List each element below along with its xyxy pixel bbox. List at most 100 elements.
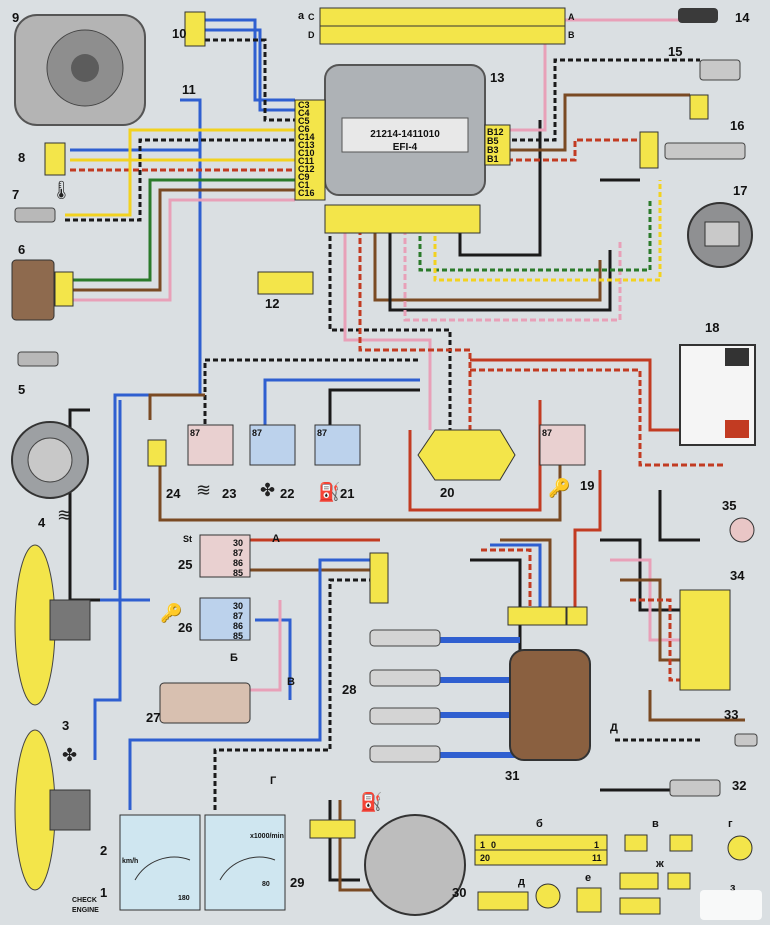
label-20: 20 [440, 485, 455, 500]
label-28: 28 [342, 682, 357, 697]
wire-harness [65, 18, 745, 892]
relay-22-pin-87: 87 [252, 428, 263, 438]
ecu-pin-c10: C10 [298, 148, 315, 158]
label-30: 30 [452, 885, 467, 900]
label-24: 24 [166, 486, 181, 501]
check-engine-label: CHECK ENGINE [72, 897, 99, 914]
relay-26-pin-30: 30 [233, 601, 244, 611]
fuel-pump-icon: ⛽ [318, 482, 341, 503]
wire-letter-d: Д [610, 722, 618, 734]
sensor-7 [14, 207, 56, 223]
conn-a-row-d: D [308, 30, 315, 40]
label-22: 22 [280, 486, 295, 501]
sensor-17 [687, 202, 753, 268]
connector-34 [679, 589, 731, 691]
instrument-panel [119, 814, 286, 911]
connector-letter-g: г [728, 818, 733, 830]
relay-26-pin-86: 86 [233, 621, 244, 631]
label-27: 27 [146, 710, 161, 725]
sensor-35 [729, 517, 755, 543]
wire-letter-a: А [272, 533, 280, 545]
sensor-16 [639, 131, 746, 169]
label-15: 15 [668, 44, 683, 59]
label-10: 10 [172, 26, 187, 41]
label-2: 2 [100, 843, 108, 858]
relay-23-pin-87: 87 [190, 428, 201, 438]
connector-10 [184, 11, 206, 47]
battery-18 [679, 344, 756, 446]
heater-icon: ≋ [196, 480, 212, 501]
label-6: 6 [18, 242, 26, 257]
fuse-block-20 [417, 429, 516, 481]
connector-letter-e: е [585, 872, 592, 884]
ecu-label: 21214-1411010 EFI-4 [345, 128, 465, 154]
conn-b-top-10: 1 [594, 840, 600, 850]
conn-a-row-c: C [308, 12, 315, 22]
connector-letter-v: в [652, 818, 659, 830]
sensor-33 [734, 733, 758, 747]
ecu-pin-c16: C16 [298, 188, 315, 198]
relays [147, 424, 586, 467]
coolant-temp-icon: 🌡 [50, 180, 73, 201]
connector-abcdef [507, 606, 567, 626]
label-12: 12 [265, 296, 280, 311]
relay-25-pin-85: 85 [233, 568, 244, 578]
ecu-part-number: 21214-1411010 [370, 129, 440, 140]
connector-letter-a: а [298, 10, 305, 22]
ecu-pin-c9: C9 [298, 172, 310, 182]
label-3: 3 [62, 718, 70, 733]
label-35: 35 [722, 498, 737, 513]
ecu-pin-c14: C14 [298, 132, 315, 142]
relay-25-pin-30: 30 [233, 538, 244, 548]
connector-letter-d: д [518, 876, 525, 888]
ecu-pin-c4: C4 [298, 108, 310, 118]
connector-letter-b: б [536, 818, 543, 830]
ecu-pin-c12: C12 [298, 164, 315, 174]
ecu-pin-c3: C3 [298, 100, 310, 110]
label-19: 19 [580, 478, 595, 493]
ecu-pin-b1: B1 [487, 154, 499, 164]
ecu-pin-c5: C5 [298, 116, 310, 126]
spark-plugs-28 [369, 629, 441, 763]
relay-26-pin-85: 85 [233, 631, 244, 641]
sensor-14 [678, 8, 718, 23]
relay-25-pin-87: 87 [233, 548, 244, 558]
connector-a [319, 7, 566, 45]
label-18: 18 [705, 320, 720, 335]
conn-a-row-b: B [568, 30, 575, 40]
label-5: 5 [18, 382, 26, 397]
tacho-unit: x1000/min [250, 833, 284, 840]
label-13: 13 [490, 70, 505, 85]
conn-b-top-1: 10 [480, 840, 503, 850]
conn-b-bottom-10: 11 [592, 853, 602, 863]
connector-letter-zh: ж [656, 858, 664, 870]
ecu-pin-c6: C6 [298, 124, 310, 134]
small-connectors [477, 834, 753, 915]
relay-st-label: St [183, 534, 192, 544]
sensor-32 [669, 779, 721, 797]
ecu-pin-b5: B5 [487, 136, 499, 146]
label-32: 32 [732, 778, 747, 793]
label-16: 16 [730, 118, 745, 133]
connector-stack [369, 552, 389, 604]
label-4: 4 [38, 515, 46, 530]
relay-19-pin-87: 87 [542, 428, 553, 438]
heater-4 [11, 421, 89, 499]
ecu-pin-c1: C1 [298, 180, 310, 190]
ecu-pin-c13: C13 [298, 140, 315, 150]
speed-unit: km/h [122, 858, 139, 865]
label-23: 23 [222, 486, 237, 501]
throttle-body-9 [14, 14, 146, 126]
label-31: 31 [505, 768, 520, 783]
relays-25-26 [199, 534, 251, 641]
connector-12 [257, 271, 314, 295]
relay-26-pin-87: 87 [233, 611, 244, 621]
label-34: 34 [730, 568, 745, 583]
cooling-fan-3 [14, 544, 91, 891]
speedo-max: 180 [178, 895, 190, 902]
fuel-pump-30 [309, 814, 466, 916]
key-icon-26: 🔑 [160, 603, 183, 624]
label-26: 26 [178, 620, 193, 635]
ecu-13 [294, 64, 511, 234]
